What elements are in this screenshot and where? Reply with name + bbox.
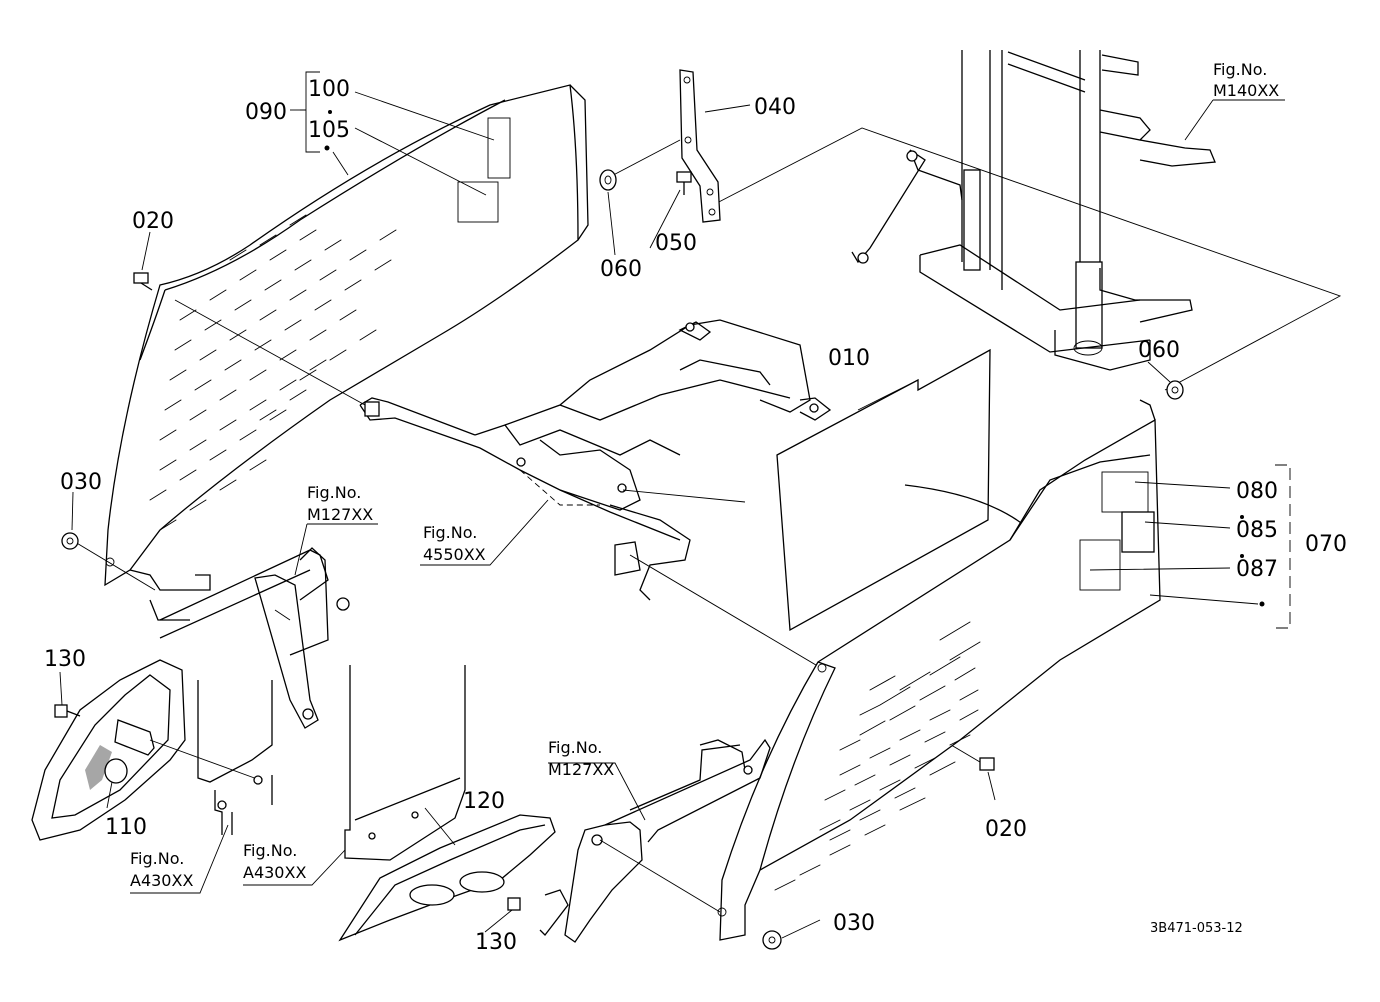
frame-assembly [851, 50, 1216, 371]
bolt-020 [133, 272, 153, 291]
part-labels: 090 100 105 040 050 060 020 030 010 060 … [44, 77, 1347, 955]
label-110: 110 [105, 815, 147, 840]
label-030-bottom: 030 [833, 911, 875, 936]
bolt-130a [54, 704, 81, 718]
panel-vent-slots [149, 214, 397, 531]
label-100: 100 [308, 77, 350, 102]
plate-a430-right [344, 665, 466, 861]
fig-references: Fig.No. M140XX Fig.No. M127XX Fig.No. 45… [130, 60, 1279, 890]
label-070: 070 [1305, 532, 1347, 557]
fig-ref-4550-head: Fig.No. [423, 523, 477, 542]
label-010: 010 [828, 346, 870, 371]
right-side-panel [717, 399, 1161, 941]
nut-060b [1166, 380, 1184, 400]
right-panel-vent-slots [774, 621, 981, 891]
fig-ref-a430-right-code: A430XX [243, 863, 306, 882]
label-020-top: 020 [132, 209, 174, 234]
center-bracket [539, 738, 771, 943]
label-120: 120 [463, 789, 505, 814]
nut-060 [599, 169, 617, 191]
part-120 [338, 807, 556, 942]
label-050: 050 [655, 231, 697, 256]
nut-030 [61, 532, 79, 550]
label-090: 090 [245, 100, 287, 125]
label-080: 080 [1236, 479, 1278, 504]
label-060-right: 060 [1138, 338, 1180, 363]
fig-ref-a430-left-code: A430XX [130, 871, 193, 890]
label-020-bottom: 020 [985, 817, 1027, 842]
label-130-bottom: 130 [475, 930, 517, 955]
left-side-panel [104, 84, 589, 621]
leader-lines [59, 71, 1291, 939]
fig-ref-m140-code: M140XX [1213, 81, 1279, 100]
fig-ref-m127-bottom-head: Fig.No. [548, 738, 602, 757]
drawing-code: 3B471-053-12 [1150, 921, 1243, 936]
fig-ref-4550-code: 4550XX [423, 545, 486, 564]
plate-a430-left [197, 680, 273, 835]
label-030-left: 030 [60, 470, 102, 495]
label-040: 040 [754, 95, 796, 120]
fig-ref-m127-top-head: Fig.No. [307, 483, 361, 502]
bolt-130b [507, 897, 521, 911]
nut-030b [762, 930, 782, 950]
bolt-020b [979, 757, 995, 771]
shield-110 [31, 659, 261, 841]
fig-ref-a430-left-head: Fig.No. [130, 849, 184, 868]
fig-ref-a430-right-head: Fig.No. [243, 841, 297, 860]
label-087: 087 [1236, 557, 1278, 582]
fig-ref-m140-head: Fig.No. [1213, 60, 1267, 79]
left-bracket [159, 547, 350, 729]
label-060-top: 060 [600, 257, 642, 282]
center-frame [359, 319, 832, 601]
label-130-left: 130 [44, 647, 86, 672]
bracket-040 [599, 69, 721, 223]
fig-ref-m127-top-code: M127XX [307, 505, 373, 524]
label-105: 105 [308, 118, 350, 143]
bolt-050 [676, 171, 692, 195]
label-085: 085 [1236, 518, 1278, 543]
fig-ref-m127-bottom-code: M127XX [548, 760, 614, 779]
